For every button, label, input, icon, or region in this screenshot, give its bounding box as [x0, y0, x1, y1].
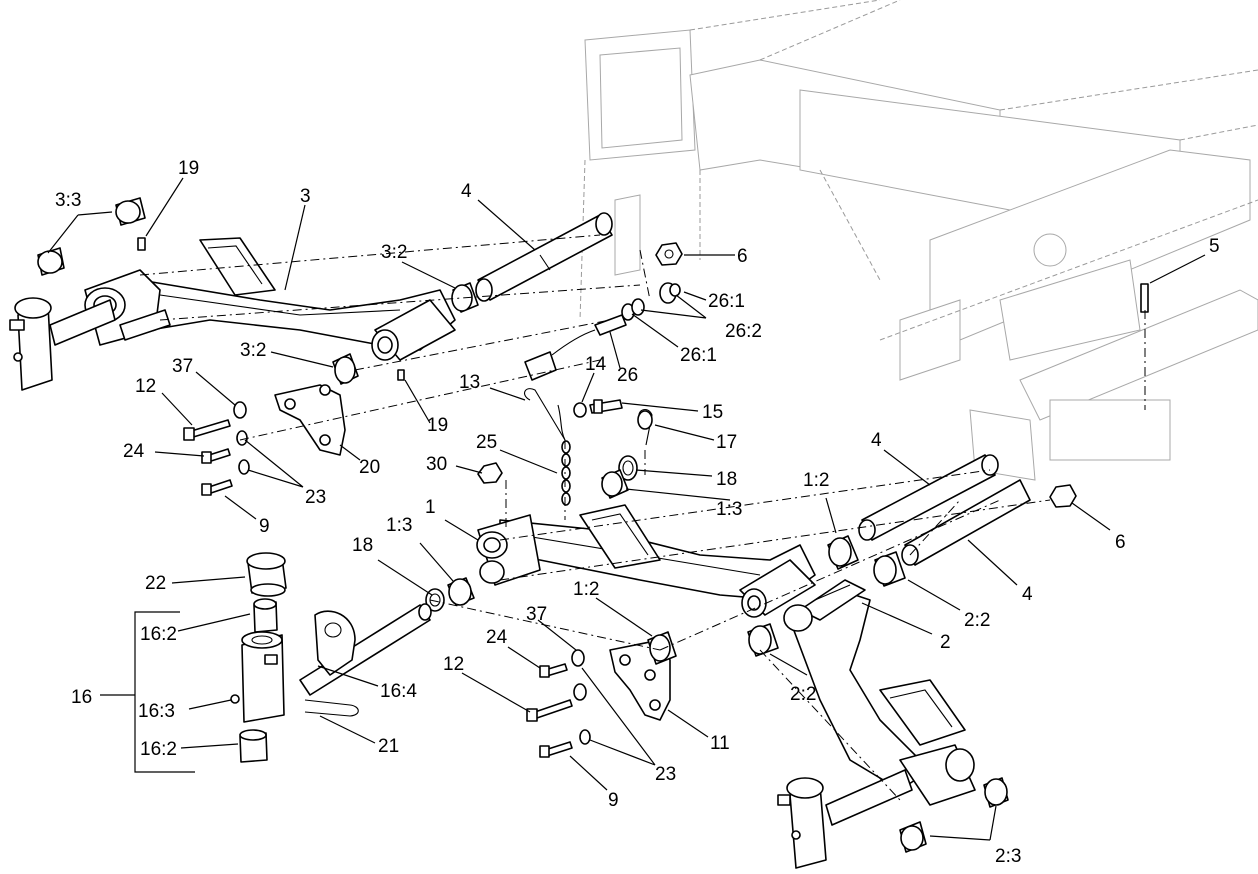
bushing-2-2 [747, 551, 906, 657]
callout-18: 18 [716, 469, 737, 490]
callout-26: 26 [617, 365, 638, 386]
arm-2 [777, 579, 976, 869]
callout-12: 12 [135, 376, 156, 397]
caster-fork-16 [230, 598, 285, 763]
callout-23: 23 [305, 487, 326, 508]
callout-37-b: 37 [526, 604, 547, 625]
callout-1-2: 1:2 [803, 470, 829, 491]
callout-26-1-b: 26:1 [680, 345, 717, 366]
lower-arm-assembly [476, 504, 816, 618]
callout-15: 15 [702, 402, 723, 423]
nut-6-right [1049, 484, 1077, 508]
callout-37: 37 [172, 356, 193, 377]
callout-3-3: 3:3 [55, 190, 81, 211]
callout-2-2-b: 2:2 [790, 684, 816, 705]
leader-lines [47, 177, 1206, 841]
callout-9-b: 9 [608, 790, 619, 811]
washers-26 [621, 282, 681, 321]
center-lines [139, 234, 1146, 801]
pivot-pin-4-lower [858, 454, 1031, 566]
callout-1-3: 1:3 [386, 515, 412, 536]
callout-16-3: 16:3 [138, 701, 175, 722]
callout-5: 5 [1209, 236, 1220, 257]
callout-11: 11 [710, 733, 730, 754]
callout-4: 4 [461, 181, 472, 202]
bushing-3-2 [332, 282, 479, 385]
callout-13: 13 [459, 372, 480, 393]
callout-14: 14 [585, 354, 607, 375]
lynch-pin-17 [637, 409, 653, 446]
callout-26-1: 26:1 [708, 291, 745, 312]
callout-3: 3 [300, 186, 311, 207]
callout-24: 24 [123, 441, 145, 462]
upper-arm-assembly [9, 237, 456, 391]
callout-23-b: 23 [655, 764, 676, 785]
plate-20 [274, 384, 346, 456]
callout-16-2-b: 16:2 [140, 739, 177, 760]
bushing-1-2-b [647, 631, 677, 665]
callout-6-b: 6 [1115, 532, 1126, 553]
callout-16-2: 16:2 [140, 624, 177, 645]
tractor-frame-ghost [579, 0, 1258, 481]
bushing-1-3-upper [601, 469, 629, 499]
bushing-1-2-a [827, 535, 859, 570]
callout-19-b: 19 [427, 415, 448, 436]
callout-30: 30 [426, 454, 447, 475]
callout-1-3-b: 1:3 [716, 499, 742, 520]
callout-21: 21 [378, 736, 399, 757]
callout-2-3: 2:3 [995, 846, 1021, 867]
callout-25: 25 [476, 432, 497, 453]
callout-12-b: 12 [443, 654, 464, 675]
callout-1: 1 [425, 497, 436, 518]
bracket-16 [100, 611, 195, 773]
bolts-left [183, 401, 250, 496]
pin-5 [1140, 283, 1149, 313]
callout-3-2-b: 3:2 [240, 340, 266, 361]
grease-fitting [137, 237, 405, 381]
bushing-2-3 [899, 777, 1009, 853]
callout-6: 6 [737, 246, 748, 267]
pivot-pin-4-upper [475, 212, 613, 302]
pin-21 [304, 699, 359, 717]
callout-2: 2 [940, 632, 951, 653]
callout-9: 9 [259, 516, 270, 537]
callout-26-2: 26:2 [725, 321, 762, 342]
bushing-3-3 [37, 197, 146, 276]
callout-22: 22 [145, 573, 166, 594]
callout-16-4: 16:4 [380, 681, 417, 702]
nut-6-upper [655, 242, 683, 266]
callout-4-c: 4 [1022, 584, 1033, 605]
cap-22 [246, 552, 287, 597]
callout-4-b: 4 [871, 430, 882, 451]
callout-16: 16 [71, 687, 92, 708]
nut-30 [477, 462, 503, 484]
bushing-1-3-lower [447, 577, 475, 606]
washer-18-upper [618, 455, 638, 481]
callout-18-b: 18 [352, 535, 373, 556]
callout-19: 19 [178, 158, 199, 179]
sensor-26 [524, 314, 627, 381]
callout-17: 17 [716, 432, 737, 453]
caster-pivot-pin [299, 603, 432, 696]
callout-labels: 3:3 19 3 4 3:2 6 5 26:1 26:2 26:1 26 3:2… [55, 158, 1220, 867]
callout-2-2: 2:2 [964, 610, 990, 631]
callout-3-2: 3:2 [381, 242, 407, 263]
callout-1-2-b: 1:2 [573, 579, 599, 600]
callout-20: 20 [359, 457, 380, 478]
hitch-hook-chain [524, 388, 571, 506]
bolts-center [526, 649, 591, 758]
bolt-15 [573, 399, 623, 418]
callout-24-b: 24 [486, 627, 508, 648]
